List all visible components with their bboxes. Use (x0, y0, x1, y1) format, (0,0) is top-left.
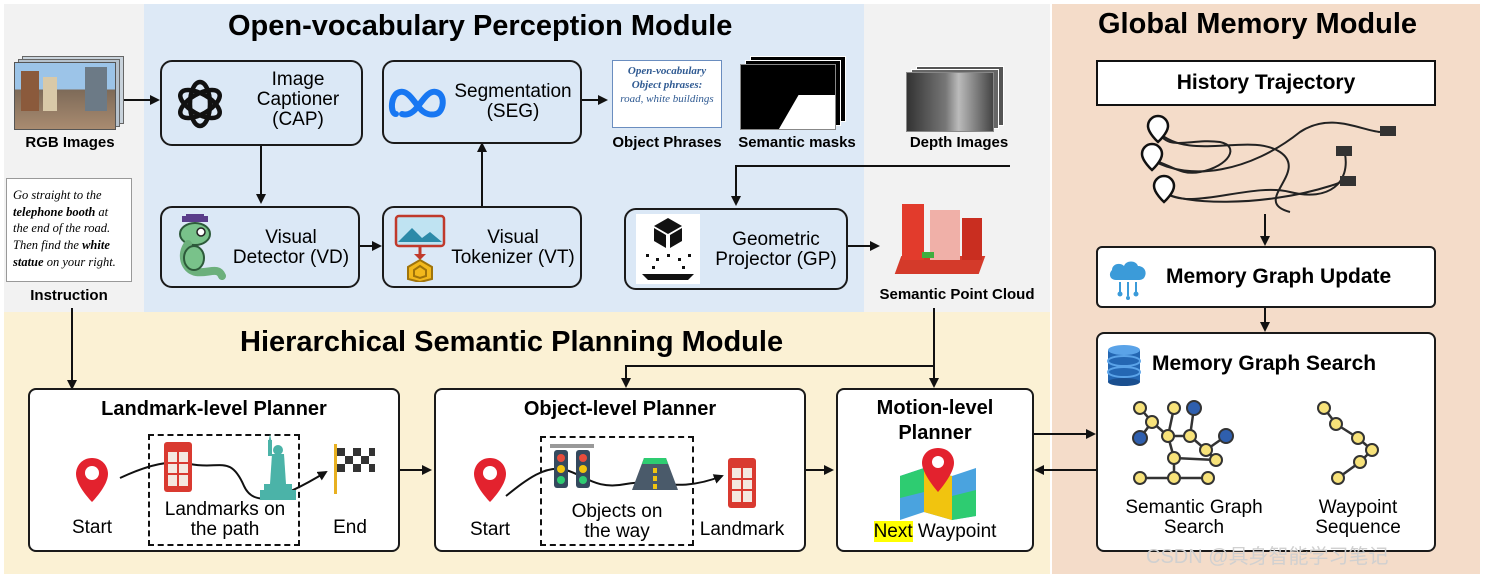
image-token-icon (394, 214, 446, 282)
depth-image-stack (906, 66, 1006, 132)
phrase-box-body: road, white buildings (620, 92, 714, 105)
projector-icon (636, 214, 700, 284)
trajectory-drawing (1140, 114, 1396, 213)
pin-icon (76, 458, 108, 502)
object-middle-line-2: the way (584, 520, 650, 542)
road-icon (632, 458, 678, 490)
waypoint-label: Waypoint (912, 521, 997, 542)
telephone-booth-icon (728, 458, 756, 508)
planning-title: Hierarchical Semantic Planning Module (240, 326, 784, 358)
memory-graph-search-box: Memory Graph Search Semantic Graph Searc… (1096, 332, 1436, 552)
lizard-icon (179, 214, 226, 280)
object-planner-box: Object-level Planner Start Objects on th… (434, 388, 806, 552)
watermark: CSDN @具身智能学习笔记 (1146, 546, 1389, 568)
next-label: Next (873, 521, 913, 542)
object-planner-title: Object-level Planner (523, 398, 717, 420)
instruction-text-4: white statue (13, 237, 110, 269)
graph-search-line-2: Search (1163, 516, 1225, 538)
instruction-text-5: on your right. (43, 254, 116, 269)
openai-icon (178, 79, 222, 129)
vd-line-1: Visual (265, 227, 317, 248)
gp-line-2: Projector (GP) (715, 248, 837, 270)
landmark-dashed-region (148, 434, 300, 546)
segmentation-box: Segmentation (SEG) (382, 60, 582, 144)
gp-line-1: Geometric (732, 229, 820, 250)
rgb-image-stack (14, 56, 124, 130)
instruction-text-3: at the end of the road. Then find the (13, 204, 111, 252)
phrase-box-title: Open-vocabulary Object phrases: (627, 65, 707, 91)
cap-line-3: (CAP) (272, 108, 324, 130)
cap-line-1: Image (271, 69, 325, 90)
semantic-graph-drawing (1132, 400, 1234, 485)
statue-icon (260, 434, 296, 500)
visual-tokenizer-box: Visual Tokenizer (VT) (382, 206, 582, 288)
memory-graph-search-label: Memory Graph Search (1152, 352, 1377, 375)
depth-images-caption: Depth Images (909, 134, 1009, 151)
map-icon (900, 448, 976, 520)
instruction-text-1: Go straight to the (13, 188, 102, 202)
landmark-planner-box: Landmark-level Planner Start Landmarks o… (28, 388, 400, 552)
rgb-images-caption: RGB Images (25, 134, 115, 151)
point-cloud-caption: Semantic Point Cloud (879, 286, 1035, 303)
instruction-card: Go straight to the telephone booth at th… (6, 178, 132, 282)
motion-planner-box: Motion-level Planner Next Waypoint (836, 388, 1034, 552)
memory-graph-update-box: Memory Graph Update (1096, 246, 1436, 308)
memory-graph-update-label: Memory Graph Update (1166, 265, 1392, 288)
semantic-mask-stack (740, 56, 846, 130)
motion-title-line-1: Motion-level (876, 397, 994, 419)
vd-line-2: Detector (VD) (232, 246, 350, 268)
perception-title: Open-vocabulary Perception Module (228, 10, 733, 42)
seg-line-1: Segmentation (454, 81, 572, 102)
semantic-point-cloud-image (892, 196, 986, 280)
traffic-light-icon (550, 444, 594, 488)
cap-line-2: Captioner (256, 88, 340, 110)
object-middle-line-1: Objects on (571, 501, 663, 522)
vt-line-2: Tokenizer (VT) (451, 246, 575, 268)
waypoint-seq-line-2: Sequence (1315, 516, 1401, 538)
seg-line-2: (SEG) (486, 100, 540, 122)
instruction-text-2: telephone booth (13, 204, 96, 219)
geometric-projector-box: Geometric Projector (GP) (624, 208, 848, 290)
telephone-booth-icon (164, 442, 192, 492)
landmark-middle-line-1: Landmarks on (164, 499, 286, 520)
object-phrases-box: Open-vocabulary Object phrases: road, wh… (612, 60, 722, 128)
object-dashed-region (540, 436, 694, 546)
semantic-masks-caption: Semantic masks (738, 134, 856, 151)
motion-title-line-2: Planner (898, 422, 972, 444)
graph-search-line-1: Semantic Graph (1125, 497, 1263, 518)
object-start-label: Start (469, 519, 511, 540)
waypoint-sequence-drawing (1317, 401, 1379, 485)
history-trajectory-label: History Trajectory (1176, 71, 1356, 94)
memory-title: Global Memory Module (1098, 8, 1418, 40)
landmark-middle-line-2: the path (190, 518, 260, 540)
pin-icon (474, 458, 506, 502)
database-icon (1107, 345, 1141, 386)
object-phrases-caption: Object Phrases (612, 134, 722, 151)
visual-detector-box: Visual Detector (VD) (160, 206, 360, 288)
landmark-start-label: Start (71, 517, 113, 538)
finish-flag-icon (334, 444, 375, 494)
object-end-label: Landmark (699, 519, 785, 540)
meta-icon (388, 88, 446, 118)
cloud-icon (1109, 261, 1146, 300)
vt-line-1: Visual (487, 227, 539, 248)
landmark-end-label: End (333, 517, 367, 538)
image-captioner-box: Image Captioner (CAP) (160, 60, 363, 146)
history-trajectory-box: History Trajectory (1096, 60, 1436, 106)
instruction-caption: Instruction (30, 287, 108, 304)
landmark-planner-title: Landmark-level Planner (101, 398, 327, 420)
waypoint-seq-line-1: Waypoint (1318, 497, 1398, 518)
